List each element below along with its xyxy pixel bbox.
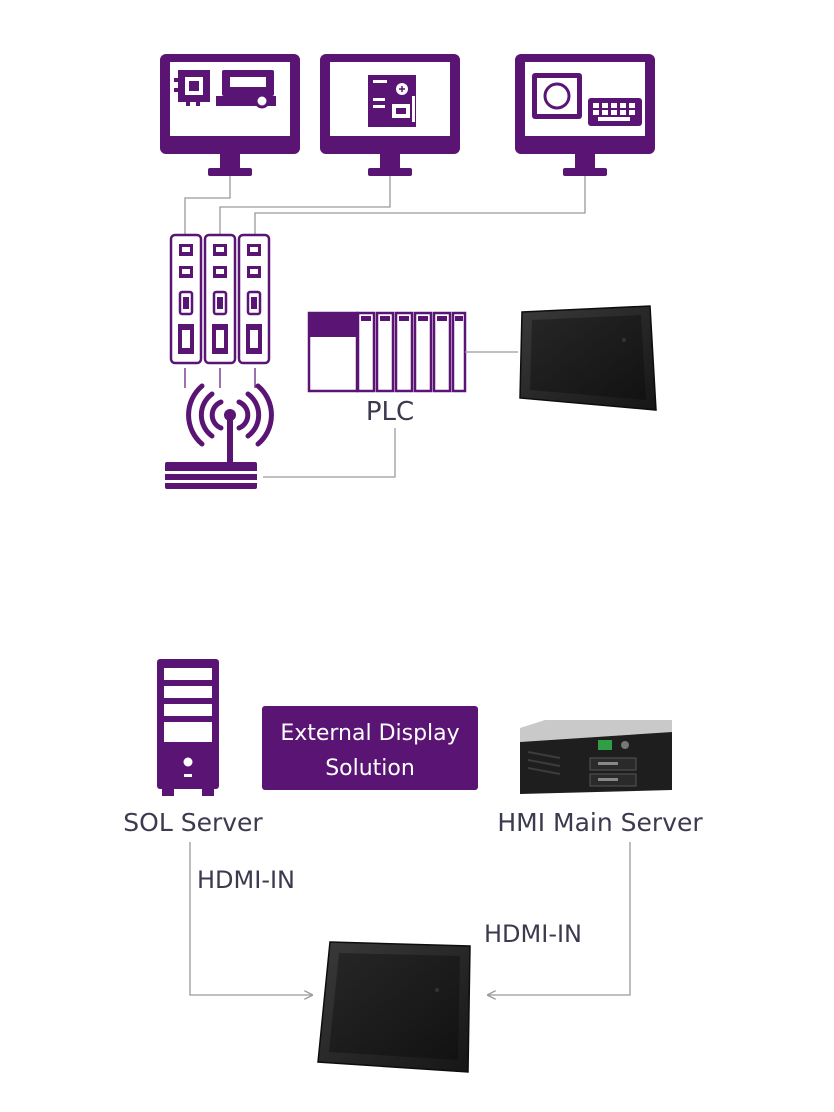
keyboard-icon — [588, 98, 642, 126]
hmi-main-server-icon — [520, 720, 672, 794]
hdmi-in-label-right: HDMI-IN — [484, 920, 582, 948]
io-module-3 — [237, 233, 271, 365]
bottom-panel-pc — [317, 941, 471, 1073]
solution-box: External Display Solution — [262, 706, 478, 790]
wifi-router-icon — [165, 383, 274, 489]
top-panel-pc — [519, 305, 657, 411]
io-module-1 — [169, 233, 203, 365]
solution-box-line1: External Display — [280, 721, 459, 746]
plc-label: PLC — [366, 397, 414, 427]
display-icon — [532, 73, 582, 119]
motherboard-icon — [174, 70, 210, 106]
monitor-connection-lines — [184, 175, 586, 240]
sol-server-icon — [157, 659, 219, 796]
sol-hdmi-line — [189, 842, 312, 995]
monitor-embedded-board — [320, 54, 460, 176]
embedded-board-icon — [368, 75, 416, 127]
hmi-main-server-label: HMI Main Server — [497, 808, 703, 837]
plc-unit: PLC — [307, 311, 467, 427]
router-plc-line — [263, 428, 396, 478]
hmi-hdmi-line — [488, 842, 631, 995]
projector-icon — [216, 70, 276, 109]
io-module-2 — [203, 233, 237, 365]
io-modules — [169, 233, 271, 388]
hdmi-in-label-left: HDMI-IN — [197, 866, 295, 894]
solution-box-line2: Solution — [325, 756, 415, 781]
sol-server-label: SOL Server — [123, 808, 263, 837]
monitor-motherboard-projector — [160, 54, 300, 176]
monitor-display-keyboard — [515, 54, 655, 176]
